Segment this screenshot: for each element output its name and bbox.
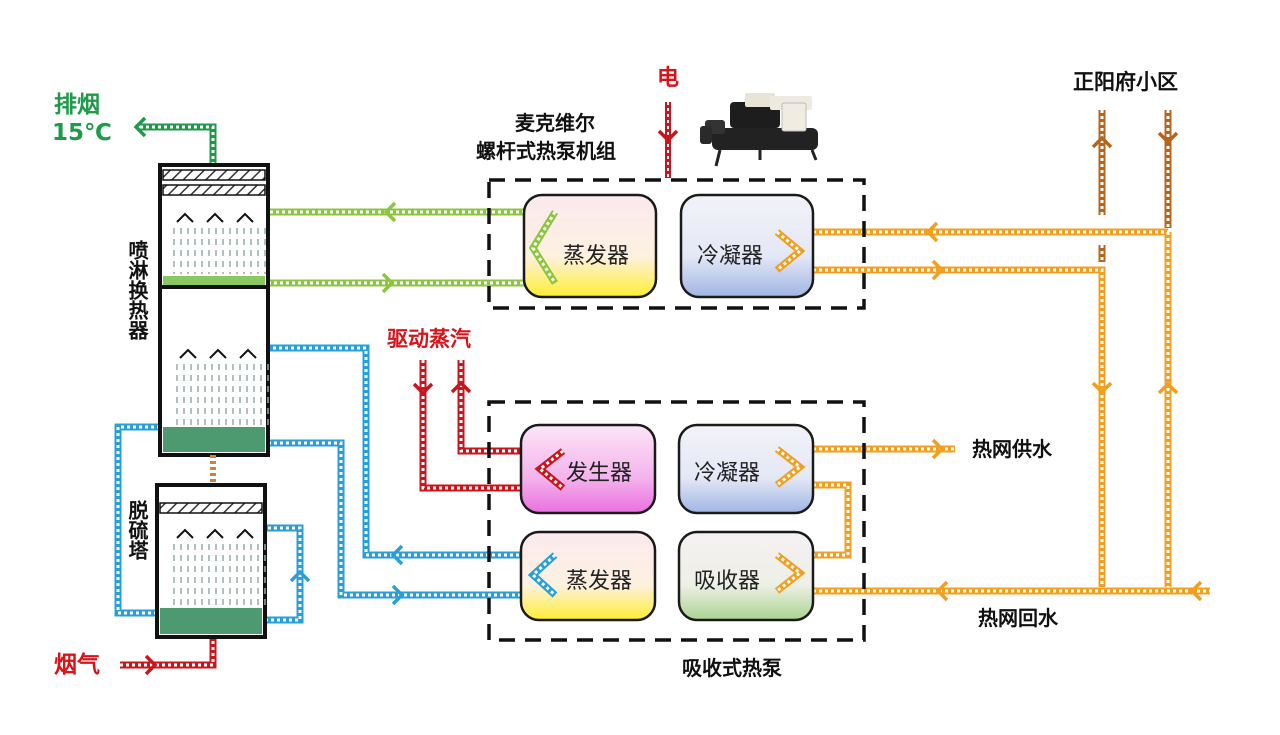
electricity-label: 电 [657, 66, 680, 91]
water-pool-bottom [163, 427, 265, 452]
blue-arrow-left [390, 544, 404, 566]
spray-top-nozzle [236, 212, 254, 223]
exhaust-pipe [140, 123, 217, 165]
orange-pipe-screw-supply [777, 266, 1106, 587]
spray-desulf-nozzle [176, 528, 194, 539]
spray-heat-exchanger [158, 163, 270, 457]
exhaust-label: 排烟 [54, 92, 100, 118]
flue-gas-pipe [120, 637, 217, 669]
blue-coil [527, 552, 558, 598]
water-pool-desulf [160, 608, 262, 634]
steam-coil [534, 448, 566, 491]
exhaust-arrow [133, 116, 147, 138]
spray-desulf-nozzle [206, 528, 224, 539]
flow-arrows [133, 116, 1203, 676]
desulfurization-tower [155, 483, 267, 639]
absorber-label: 吸收器 [694, 569, 761, 594]
green-arrow-left [383, 201, 397, 223]
generator-label: 发生器 [566, 461, 633, 486]
steam-arrow-up [450, 380, 472, 394]
spray-desulf-nozzle [236, 528, 254, 539]
screw-evaporator-label: 蒸发器 [563, 244, 630, 269]
blue-arrow-up [289, 569, 311, 583]
green-arrow-right [381, 272, 395, 294]
absorption-condenser-label: 冷凝器 [694, 461, 761, 486]
screw-heat-pump-enclosure [487, 178, 866, 310]
community-label: 正阳府小区 [1073, 70, 1178, 94]
demister-2 [162, 184, 266, 196]
blue-pipe-upper [183, 344, 555, 559]
blue-pipe-desulf-left [114, 423, 160, 617]
orange-coil-abs [774, 552, 806, 594]
screw-pump-name: 螺杆式热泵机组 [476, 139, 616, 163]
driving-steam-label: 驱动蒸汽 [387, 327, 471, 351]
orange-arrow-2 [931, 259, 945, 281]
green-coil [528, 210, 558, 285]
heat-return-arrow-2 [1189, 580, 1203, 602]
heat-supply-arrow [931, 438, 945, 460]
screw-pump-brand: 麦克维尔 [515, 111, 595, 135]
absorption-evaporator-box [519, 530, 657, 622]
spray-exchanger-label: 喷淋换热器 [125, 240, 149, 340]
community-arrow-down [1157, 131, 1179, 145]
flue-gas-arrow [144, 654, 158, 676]
heat-return-arrow-1 [935, 580, 949, 602]
generator-box [519, 423, 657, 515]
spray-middle-nozzle [179, 348, 197, 359]
pipes-over-boxes [527, 210, 806, 598]
orange-arrow-1 [925, 221, 939, 243]
absorption-heat-pump-label: 吸收式热泵 [682, 656, 782, 680]
steam-arrow-down [412, 382, 434, 396]
steam-pipe-in [419, 360, 563, 492]
absorption-heat-pump-enclosure [487, 400, 866, 642]
orange-coil-cond [774, 446, 806, 488]
demister-3 [159, 502, 263, 514]
orange-coil-screw [774, 229, 806, 273]
heat-return-label: 热网回水 [978, 606, 1058, 630]
orange-arrow-up [1157, 381, 1179, 395]
community-arrow-up [1091, 135, 1113, 149]
spray-top-nozzle [176, 212, 194, 223]
exhaust-temperature: 15℃ [52, 120, 112, 146]
desulfurization-tower-label: 脱硫塔 [125, 500, 149, 560]
absorption-evaporator-label: 蒸发器 [566, 569, 633, 594]
pipes-layer [114, 102, 1210, 669]
screw-heat-pump-unit-image [700, 93, 818, 167]
spray-middle-nozzle [209, 348, 227, 359]
water-pool-top [163, 276, 265, 285]
flue-gas-label: 烟气 [54, 652, 100, 678]
blue-pipe-lower [268, 439, 555, 599]
screw-evaporator-box [522, 193, 658, 299]
demister-1 [162, 169, 266, 181]
spray-top-nozzle [206, 212, 224, 223]
blue-arrow-right [391, 584, 405, 606]
electricity-arrow [657, 129, 679, 143]
screw-condenser-label: 冷凝器 [697, 244, 764, 269]
spray-nozzles [173, 212, 269, 606]
orange-arrow-down [1091, 381, 1113, 395]
heat-supply-label: 热网供水 [972, 437, 1052, 461]
spray-middle-nozzle [239, 348, 257, 359]
